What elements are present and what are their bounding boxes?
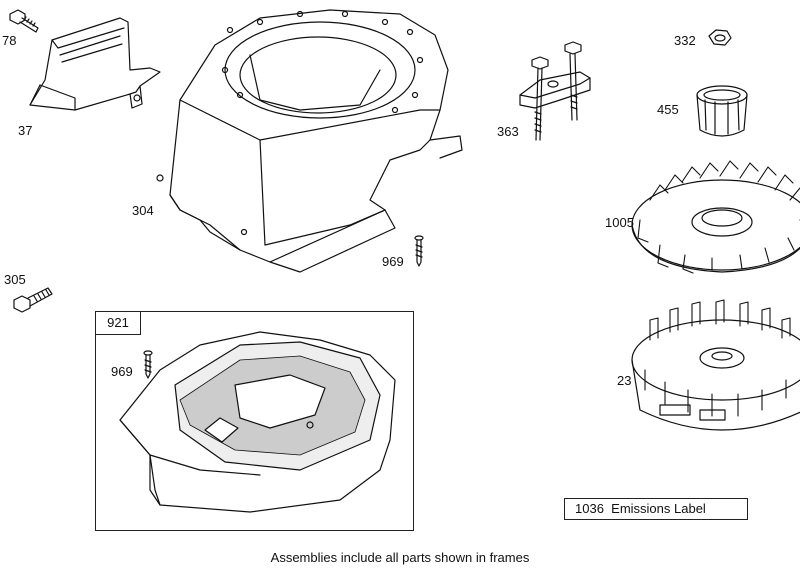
nut-332-illustration	[708, 29, 732, 46]
part-label-969-top: 969	[382, 254, 404, 269]
part-label-332: 332	[674, 33, 696, 48]
part-label-455: 455	[657, 102, 679, 117]
emissions-label-box: 1036 Emissions Label	[564, 498, 748, 520]
assembly-frame: 921	[95, 311, 414, 531]
emissions-part-number: 1036	[575, 501, 604, 516]
flywheel-23-illustration	[631, 299, 800, 431]
part-label-78: 78	[2, 33, 17, 48]
diagram-caption: Assemblies include all parts shown in fr…	[270, 550, 530, 565]
frame-part-number: 921	[95, 311, 141, 335]
shield-37-illustration	[29, 17, 161, 111]
cover-921-illustration	[119, 331, 396, 513]
part-label-969-frame: 969	[111, 364, 133, 379]
part-label-305: 305	[4, 272, 26, 287]
bolt-305-illustration	[13, 287, 53, 313]
part-label-1005: 1005	[605, 215, 634, 230]
part-label-23: 23	[617, 373, 632, 388]
part-label-304: 304	[132, 203, 154, 218]
bracket-363-illustration	[519, 41, 591, 141]
screw-969-frame-illustration	[143, 350, 153, 379]
part-label-37: 37	[18, 123, 33, 138]
emissions-label-text: Emissions Label	[611, 501, 706, 516]
part-label-363: 363	[497, 124, 519, 139]
screw-969-top-illustration	[414, 235, 424, 267]
fan-1005-illustration	[631, 160, 800, 274]
blower-housing-304-illustration	[156, 9, 463, 273]
cup-455-illustration	[696, 85, 748, 137]
screw-78-illustration	[9, 9, 39, 33]
